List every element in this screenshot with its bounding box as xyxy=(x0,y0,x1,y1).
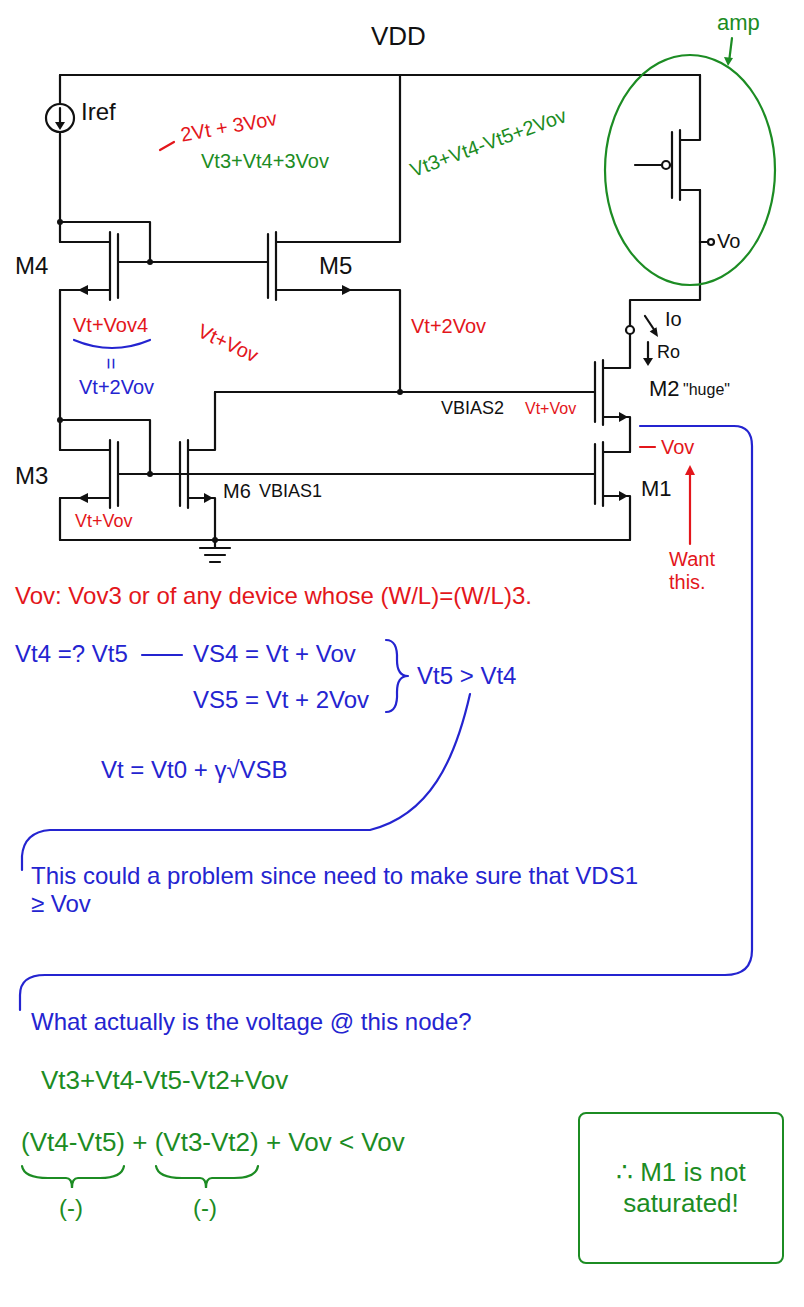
device-label: M1 xyxy=(640,476,673,501)
device-label: M6 xyxy=(222,480,252,503)
sign-note: (-) xyxy=(192,1194,218,1222)
voltage-note: Vt+Vov xyxy=(193,319,262,368)
bracket-curve xyxy=(20,426,752,1010)
voltage-note: Vt+2Vov xyxy=(410,315,487,338)
signal-name: Ro xyxy=(656,342,681,363)
underbrace xyxy=(74,340,150,348)
signal-name: Io xyxy=(664,308,683,331)
dash-mark xyxy=(640,446,655,448)
voltage-note: Vt+Vov xyxy=(524,400,577,418)
source-arrow xyxy=(78,285,88,295)
left-branch-wire xyxy=(59,75,61,540)
device-label: M3 xyxy=(14,462,49,490)
definition-note: Vov: Vov3 or of any device whose (W/L)=(… xyxy=(14,582,533,610)
voltage-note: Vt3+Vt4-Vt5+2Vov xyxy=(406,104,570,183)
note-text: This could a problem since need to make … xyxy=(30,862,652,917)
voltage-note: 2Vt + 3Vov xyxy=(178,107,280,147)
transistor-m5 xyxy=(268,75,400,392)
curly-brace xyxy=(386,640,408,712)
sign-note: (-) xyxy=(58,1194,84,1222)
equals-mark: = xyxy=(99,357,122,371)
arrowhead xyxy=(55,122,65,130)
bracket-curve xyxy=(22,694,470,870)
note-text: Want this. xyxy=(668,548,742,594)
source-arrow xyxy=(619,491,628,501)
junction-dot xyxy=(397,389,403,395)
voltage-note: Vt+Vov4 xyxy=(72,314,149,337)
red-marks xyxy=(160,142,690,544)
note-text: What actually is the voltage @ this node… xyxy=(30,1008,473,1036)
output-terminal-wire xyxy=(700,241,708,243)
amp-outline xyxy=(605,55,775,285)
arrowhead xyxy=(643,358,653,366)
equation: Vt5 > Vt4 xyxy=(416,662,517,690)
output-wire xyxy=(630,190,700,326)
ground-rail xyxy=(60,539,630,541)
device-label: M2 xyxy=(648,376,681,401)
transistor-m4 xyxy=(60,222,268,300)
source-arrow xyxy=(78,493,88,503)
junction-dot xyxy=(212,537,218,543)
transistor-m2 xyxy=(595,334,630,452)
pointer-arrow xyxy=(689,474,691,544)
device-label: M5 xyxy=(318,252,353,280)
junction-dot xyxy=(147,259,153,265)
transistor-m6 xyxy=(180,392,215,540)
signal-name: Vo xyxy=(716,230,741,253)
blue-marks xyxy=(20,340,752,1010)
gate-bubble xyxy=(662,161,670,169)
current-arrow xyxy=(59,108,61,124)
voltage-note: Vt3+Vt4+3Vov xyxy=(200,150,330,173)
underbrace xyxy=(156,1166,258,1188)
node-text: ∴ M1 is not saturated! xyxy=(592,1157,770,1219)
underbrace xyxy=(22,1166,124,1188)
device-label: M4 xyxy=(14,252,49,280)
bias-wire xyxy=(215,391,595,393)
ground-symbol xyxy=(200,540,230,562)
junction-dot xyxy=(147,471,153,477)
dash-mark xyxy=(142,654,182,656)
current-source-symbol xyxy=(46,104,74,132)
transistor-m3 xyxy=(60,420,595,508)
equation: VS5 = Vt + 2Vov xyxy=(192,686,370,714)
equation: Vt3+Vt4-Vt5-Vt2+Vov xyxy=(40,1066,289,1096)
voltage-note: Vt+Vov xyxy=(74,511,134,532)
source-arrow xyxy=(204,493,213,503)
source-arrow xyxy=(342,285,352,295)
equation: Vt4 =? Vt5 xyxy=(14,640,129,668)
voltage-note: Vt+2Vov xyxy=(78,376,155,399)
arrowhead xyxy=(724,57,733,66)
output-node xyxy=(626,326,634,334)
equation: Vt = Vt0 + γ√VSB xyxy=(100,756,289,784)
junction-dot xyxy=(57,219,63,225)
junction-dot xyxy=(57,417,63,423)
arrowheads xyxy=(55,122,658,543)
conclusion-box: ∴ M1 is not saturated! xyxy=(578,1112,784,1264)
bias-name: VBIAS2 xyxy=(440,398,505,419)
supply-rail xyxy=(60,74,700,76)
voltage-note: Vov xyxy=(660,436,695,459)
equation: (Vt4-Vt5) + (Vt3-Vt2) + Vov < Vov xyxy=(20,1128,406,1158)
leader-line xyxy=(730,38,733,58)
green-marks xyxy=(22,38,775,1188)
dash-mark xyxy=(160,142,174,150)
transistor-m1 xyxy=(595,442,630,540)
arrowhead xyxy=(650,327,658,337)
current-arrow xyxy=(645,316,655,331)
output-terminal xyxy=(708,239,714,245)
source-arrow xyxy=(619,412,628,422)
arrowhead xyxy=(685,465,695,475)
supply-label: VDD xyxy=(370,22,427,52)
source-label: Iref xyxy=(80,98,117,126)
schematic xyxy=(46,75,714,562)
equation: VS4 = Vt + Vov xyxy=(192,640,357,668)
amp-transistor xyxy=(635,75,700,200)
device-note: "huge" xyxy=(682,381,731,399)
block-label: amp xyxy=(716,10,761,35)
resistance-arrow xyxy=(647,342,649,358)
bias-name: VBIAS1 xyxy=(258,481,323,502)
